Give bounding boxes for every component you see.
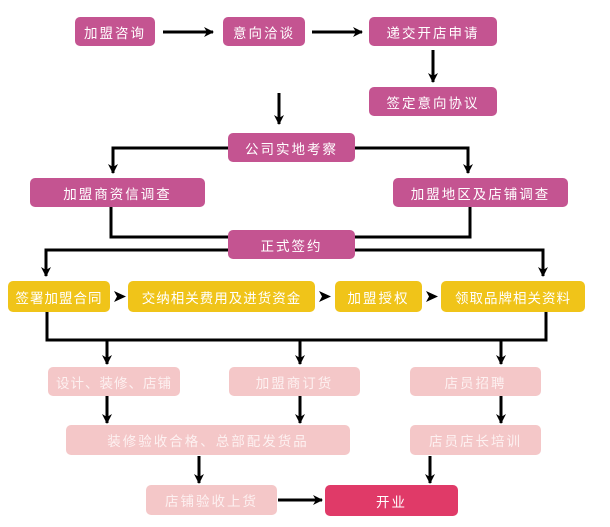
node-label: 加盟商订货 <box>255 375 334 392</box>
node-label: 正式签约 <box>260 238 323 255</box>
node-design-decor: 设计、装修、店铺 <box>48 367 180 396</box>
node-consult: 加盟咨询 <box>75 17 155 46</box>
edge-area-signing <box>355 207 472 239</box>
node-label: 店员招聘 <box>444 375 507 392</box>
node-formal-signing: 正式签约 <box>228 230 355 259</box>
node-label: 签定意向协议 <box>386 95 480 112</box>
edge-signing-materials <box>355 248 548 277</box>
node-order-goods: 加盟商订货 <box>229 367 360 396</box>
node-label: 开业 <box>376 494 407 511</box>
edge-credit-signing <box>109 207 228 239</box>
node-brand-materials: 领取品牌相关资料 <box>441 281 585 312</box>
node-opening: 开业 <box>325 485 458 516</box>
node-intent-agreement: 签定意向协议 <box>369 87 497 116</box>
node-staff-training: 店员店长培训 <box>410 425 541 455</box>
node-label: 领取品牌相关资料 <box>455 290 571 307</box>
edge-inspection-credit <box>108 146 228 174</box>
node-label: 递交开店申请 <box>386 25 480 42</box>
arrow-contract-fees <box>114 291 126 302</box>
arrow-fees-auth <box>319 291 331 302</box>
arrow-auth-materials <box>426 291 438 302</box>
node-label: 店铺验收上货 <box>165 494 258 510</box>
node-label: 签署加盟合同 <box>15 290 103 307</box>
edge-signing-contract <box>41 248 228 277</box>
node-area-survey: 加盟地区及店铺调查 <box>393 178 568 207</box>
node-label: 设计、装修、店铺 <box>56 375 172 392</box>
node-label: 加盟地区及店铺调查 <box>410 186 551 203</box>
node-sign-contract: 签署加盟合同 <box>8 281 110 312</box>
node-credit-check: 加盟商资信调查 <box>30 178 205 207</box>
node-pay-fees: 交纳相关费用及进货资金 <box>128 281 315 312</box>
node-apply: 递交开店申请 <box>369 17 497 46</box>
node-site-inspection: 公司实地考察 <box>228 133 355 162</box>
node-negotiate: 意向洽谈 <box>223 17 305 46</box>
node-store-stocking: 店铺验收上货 <box>146 485 277 515</box>
node-label: 加盟咨询 <box>84 25 146 42</box>
node-recruit-staff: 店员招聘 <box>410 367 541 396</box>
node-label: 加盟商资信调查 <box>63 186 172 203</box>
node-label: 意向洽谈 <box>233 25 295 42</box>
node-acceptance-delivery: 装修验收合格、总部配发货品 <box>66 425 350 455</box>
node-label: 交纳相关费用及进货资金 <box>141 290 302 307</box>
node-label: 装修验收合格、总部配发货品 <box>107 434 309 450</box>
edge-contract-bus <box>45 312 548 342</box>
node-authorization: 加盟授权 <box>335 281 422 312</box>
node-label: 公司实地考察 <box>245 141 338 158</box>
node-label: 店员店长培训 <box>429 434 522 450</box>
node-label: 加盟授权 <box>347 290 410 307</box>
edge-inspection-area <box>355 146 473 174</box>
